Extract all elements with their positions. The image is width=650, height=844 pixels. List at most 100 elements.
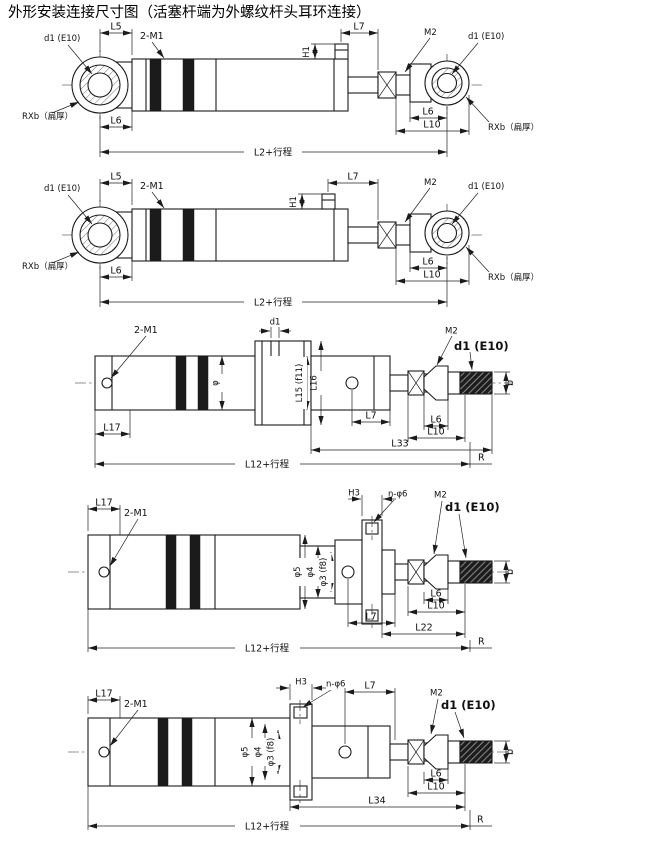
dim-l7: L7	[353, 22, 364, 33]
seal-band	[149, 58, 162, 112]
oil-port	[338, 745, 352, 759]
oil-port	[98, 746, 110, 758]
piston-rod	[347, 76, 379, 94]
label-rxb-right: RXb（扁厚）	[488, 122, 539, 133]
label-m2: M2	[434, 491, 447, 501]
geometry	[62, 43, 482, 120]
label-m2: M2	[424, 178, 437, 188]
dim-l10: L10	[427, 427, 444, 438]
dim-h1: H1	[289, 196, 299, 208]
seal-band	[181, 717, 193, 787]
geometry	[62, 193, 482, 270]
dim-r: R	[478, 453, 485, 464]
dim-l7: L7	[365, 411, 376, 422]
threaded-stud	[459, 560, 493, 584]
label-rxb-right: RXb（扁厚）	[488, 272, 539, 283]
drawing-4-flange-mount: L17 2-M1 H3 n-φ6 φ5 φ4 φ3 (f8) M2 d1 (E1…	[68, 489, 516, 655]
dim-l5: L5	[110, 172, 121, 183]
label-d1-right: d1 (E10)	[468, 32, 504, 42]
rod-head-collar	[423, 734, 449, 770]
dim-l12-stroke: L12+行程	[245, 459, 290, 471]
dim-phi5: φ5	[293, 566, 303, 577]
label-d1-left: d1 (E10)	[44, 184, 80, 194]
seal-band	[175, 355, 187, 411]
geometry	[68, 516, 512, 628]
dim-l2-stroke: L2+行程	[254, 147, 293, 159]
label-2m1: 2-M1	[124, 699, 148, 710]
dim-phi5: φ5	[241, 746, 251, 757]
cylinder-body	[131, 208, 349, 262]
oil-port	[101, 377, 113, 389]
label-d1-right: d1 (E10)	[441, 698, 496, 712]
threaded-stud	[459, 371, 493, 395]
bolt-hole	[293, 706, 308, 719]
dim-l7: L7	[365, 612, 376, 623]
seal-band	[189, 534, 201, 610]
seal-band	[149, 208, 162, 262]
dim-l2-stroke: L2+行程	[254, 297, 293, 309]
drawing-2-eye-mount: L5 2-M1 H1 L7 M2 d1 (E10) d1 (E10) RXb（扁…	[22, 172, 539, 309]
dim-phi: φ	[211, 380, 221, 386]
dim-l6: L6	[430, 769, 441, 780]
threaded-stud	[459, 740, 493, 764]
dim-b: b	[505, 380, 516, 386]
piston-rod	[389, 374, 409, 392]
rod-head-collar	[423, 554, 449, 590]
label-n-phi6: n-φ6	[388, 490, 407, 500]
oil-port	[345, 376, 359, 390]
dim-l10: L10	[427, 601, 444, 612]
seal-band	[182, 208, 195, 262]
dim-l22: L22	[415, 623, 432, 634]
seal-band	[157, 717, 169, 787]
dim-l17: L17	[103, 423, 120, 434]
label-d1-left: d1 (E10)	[44, 34, 80, 44]
geometry	[68, 700, 512, 803]
dimensions	[51, 29, 490, 157]
label-m2: M2	[430, 689, 443, 699]
label-2m1: 2-M1	[134, 325, 158, 336]
drawing-3-trunnion-mount: d1 2-M1 φ L15 (f11) L16 M2 d1 (E10) b L1…	[75, 318, 516, 471]
dim-l33: L33	[391, 439, 408, 450]
label-d1-right: d1 (E10)	[445, 500, 500, 514]
dim-r: R	[477, 815, 484, 826]
dim-l10: L10	[423, 270, 440, 281]
dim-phi3: φ3 (f8)	[267, 738, 277, 767]
label-2m1: 2-M1	[124, 508, 148, 519]
label-rxb-left: RXb（扁厚）	[22, 111, 73, 122]
geometry	[75, 340, 512, 426]
dim-l7: L7	[347, 172, 358, 183]
dim-l12-stroke: L12+行程	[245, 643, 290, 655]
dim-l12-stroke: L12+行程	[245, 821, 290, 833]
label-2m1: 2-M1	[140, 31, 164, 42]
dimensions	[87, 684, 510, 830]
dim-h3: H3	[348, 489, 360, 499]
dim-h1: H1	[302, 46, 312, 58]
label-d1-right: d1 (E10)	[454, 339, 509, 353]
label-d1-right: d1 (E10)	[468, 182, 504, 192]
rod-head-collar	[423, 365, 449, 401]
dim-d1-top: d1	[270, 318, 281, 328]
dim-l10: L10	[423, 120, 440, 131]
label-2m1: 2-M1	[140, 181, 164, 192]
label-rxb-left: RXb（扁厚）	[22, 261, 73, 272]
cylinder-body	[131, 58, 349, 112]
piston-rod	[347, 226, 379, 244]
label-n-phi6: n-φ6	[326, 680, 345, 690]
dim-phi4: φ4	[306, 566, 316, 577]
seal-band	[165, 534, 177, 610]
bolt-hole	[293, 785, 308, 798]
oil-port	[341, 565, 355, 579]
dim-l34: L34	[368, 796, 385, 807]
dim-l7: L7	[364, 681, 375, 692]
drawing-5-mid-flange-mount: L17 2-M1 H3 n-φ6 L7 φ5 φ4 φ3 (f8) M2 d1 …	[68, 678, 516, 833]
dim-phi3: φ3 (f8)	[319, 558, 329, 587]
dim-l6: L6	[430, 415, 441, 426]
gland-boss	[381, 549, 396, 595]
oil-port	[334, 43, 349, 60]
dim-l6-left: L6	[110, 266, 121, 277]
label-m2: M2	[424, 28, 437, 38]
label-m2: M2	[445, 327, 458, 337]
drawing-1-eye-mount: L5 2-M1 H1 L7 M2 d1 (E10) d1 (E10) RXb（扁…	[22, 22, 539, 159]
